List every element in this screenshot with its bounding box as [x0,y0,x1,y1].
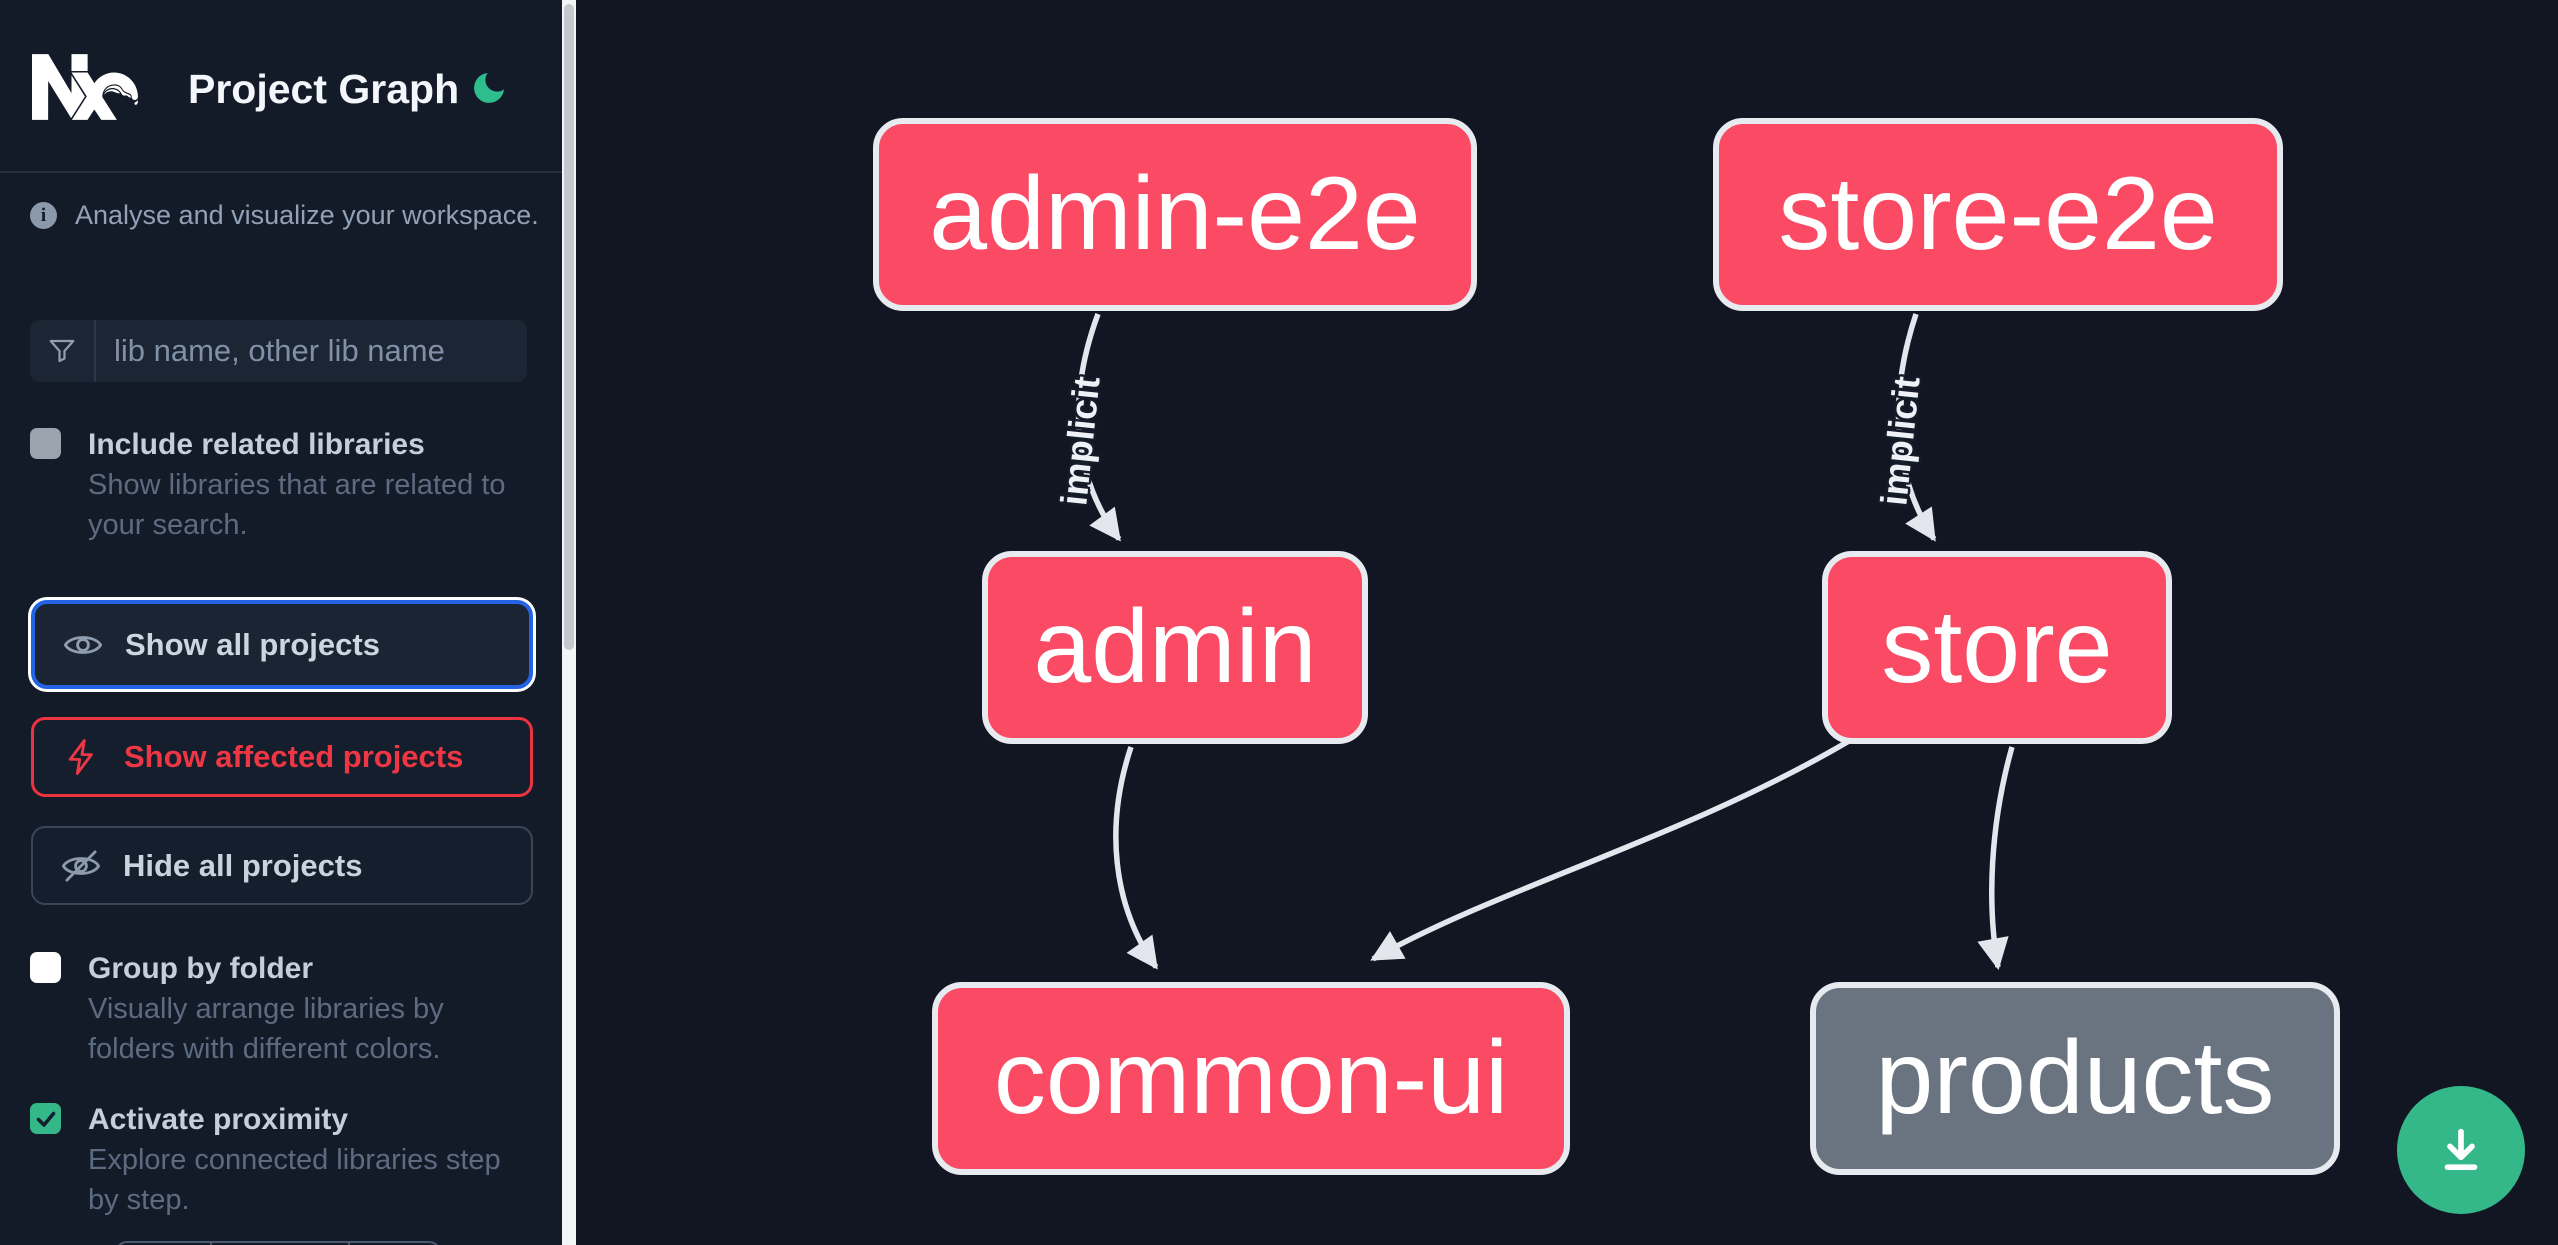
nx-logo-icon [32,54,138,120]
node-label: store [1881,589,2113,705]
eye-off-icon [61,849,101,882]
proximity-depth-stepper[interactable] [115,1241,441,1245]
node-label: admin [1033,589,1317,705]
node-label: products [1875,1020,2275,1136]
group-by-folder-checkbox[interactable] [30,952,61,983]
include-related-option: Include related libraries Show libraries… [30,425,543,545]
show-all-projects-label: Show all projects [125,626,380,662]
sidebar-scrollbar[interactable] [562,0,576,1245]
checkmark-icon [36,1111,55,1127]
edge-label-implicit: implicit [1053,374,1108,508]
include-related-checkbox[interactable] [30,428,61,459]
theme-toggle-button[interactable] [466,66,512,112]
group-by-folder-description: Visually arrange libraries by folders wi… [88,993,444,1065]
include-related-description: Show libraries that are related to your … [88,469,506,541]
moon-icon [474,72,504,103]
include-related-label: Include related libraries [88,428,425,461]
group-by-folder-option: Group by folder Visually arrange librari… [30,949,543,1069]
graph-node-admin-e2e[interactable]: admin-e2e [873,118,1477,311]
group-by-folder-label: Group by folder [88,952,313,985]
lightning-bolt-icon [68,739,93,775]
activate-proximity-option: Activate proximity Explore connected lib… [30,1100,543,1220]
edge-admin-e2e-to-admin[interactable] [1075,313,1122,542]
workspace-info: i Analyse and visualize your workspace. [30,200,539,231]
activate-proximity-description: Explore connected libraries step by step… [88,1144,501,1216]
download-icon [2444,1128,2478,1171]
sidebar: Project Graph i Analyse and visualize yo… [0,0,576,1245]
graph-node-store-e2e[interactable]: store-e2e [1713,118,2283,311]
filter-funnel-icon [30,320,96,382]
search-box [30,320,531,382]
edge-label-implicit: implicit [1873,374,1928,508]
download-image-button[interactable] [2397,1086,2525,1214]
edge-store-to-common-ui[interactable] [1370,738,1851,962]
tagline: Analyse and visualize your workspace. [75,200,539,230]
graph-node-store[interactable]: store [1822,551,2172,744]
edge-store-e2e-to-store[interactable] [1895,313,1937,542]
edge-store-to-products[interactable] [1977,746,2015,971]
show-affected-projects-label: Show affected projects [124,739,464,774]
info-icon: i [30,202,57,229]
edge-admin-to-common-ui[interactable] [1113,746,1159,970]
stepper-value-segment [212,1243,350,1245]
hide-all-projects-label: Hide all projects [123,847,363,883]
graph-node-common-ui[interactable]: common-ui [932,982,1570,1175]
graph-node-admin[interactable]: admin [982,551,1368,744]
scrollbar-thumb[interactable] [564,4,574,650]
hide-all-projects-button[interactable]: Hide all projects [31,826,533,905]
graph-node-products[interactable]: products [1810,982,2340,1175]
page-title: Project Graph [188,66,460,112]
sidebar-header: Project Graph [0,0,562,173]
show-all-projects-button[interactable]: Show all projects [31,600,533,689]
show-affected-projects-button[interactable]: Show affected projects [31,717,533,797]
search-input[interactable] [96,322,531,380]
stepper-decrement-segment[interactable] [117,1243,212,1245]
activate-proximity-label: Activate proximity [88,1103,349,1136]
node-label: common-ui [993,1020,1509,1136]
activate-proximity-checkbox[interactable] [30,1103,61,1134]
node-label: store-e2e [1778,156,2218,272]
eye-icon [63,635,103,654]
node-label: admin-e2e [929,156,1421,272]
